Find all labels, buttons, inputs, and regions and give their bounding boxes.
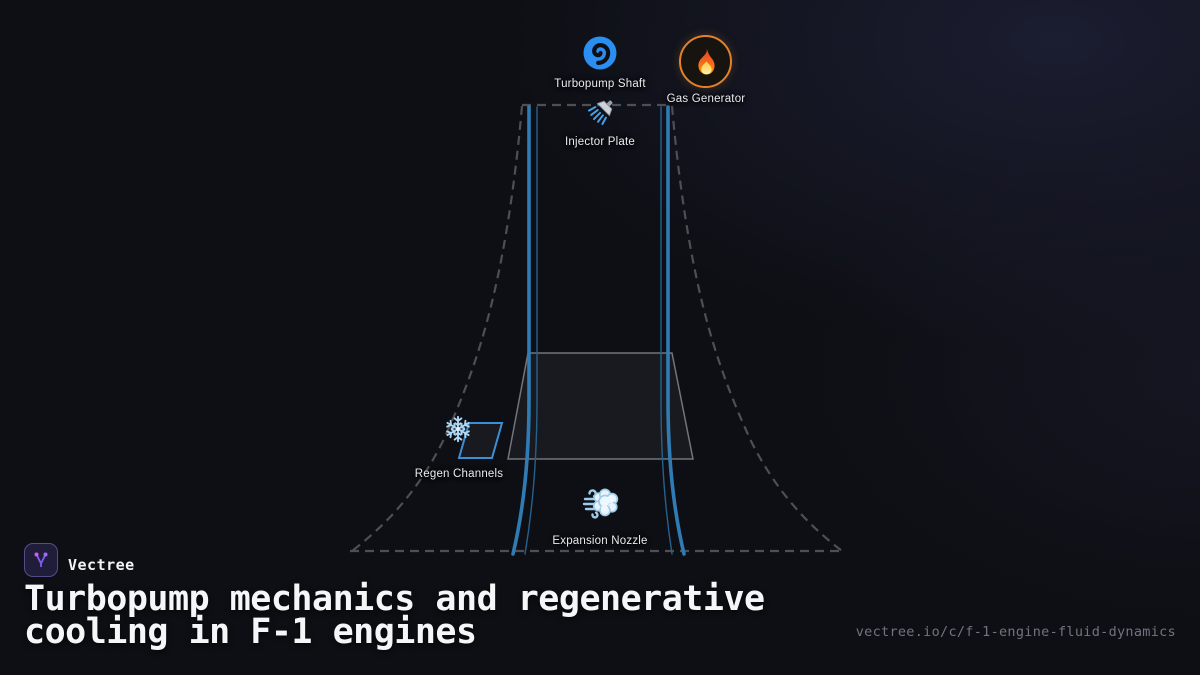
page-title: Turbopump mechanics and regenerative coo…	[24, 579, 765, 652]
bell-left-dashed-curve	[351, 105, 524, 552]
label-regen-channels: Regen Channels	[414, 468, 504, 480]
nozzle-walls	[511, 105, 686, 556]
card-url: vectree.io/c/f-1-engine-fluid-dynamics	[855, 624, 1176, 640]
vector-branch-icon	[34, 552, 48, 568]
gas-generator-ring	[679, 35, 732, 88]
nozzle-wall-left-outer	[511, 105, 531, 556]
label-injector-plate: Injector Plate	[565, 136, 635, 148]
nozzle-wall-right-inner	[660, 106, 673, 555]
label-gas-generator: Gas Generator	[666, 93, 746, 105]
cyclone-icon	[582, 35, 618, 76]
wind-puff-icon	[581, 484, 619, 527]
page-title-line1: Turbopump mechanics and regenerative	[24, 579, 765, 619]
shower-icon	[585, 96, 617, 133]
nozzle-wall-right-outer	[666, 105, 686, 556]
label-turbopump-shaft: Turbopump Shaft	[554, 78, 646, 90]
fire-icon	[697, 47, 715, 74]
engine-outline-dashed	[350, 103, 845, 553]
brand-name: Vectree	[68, 556, 135, 574]
nozzle-wall-left-inner	[524, 106, 538, 555]
brand-logo	[24, 543, 58, 577]
regen-channel-shape	[457, 422, 504, 459]
combustion-chamber-outline	[507, 352, 694, 460]
snowflake-icon	[443, 414, 473, 449]
label-expansion-nozzle: Expansion Nozzle	[552, 535, 648, 547]
bell-right-dashed-curve	[670, 105, 843, 552]
page-title-line2: cooling in F-1 engines	[24, 612, 477, 652]
